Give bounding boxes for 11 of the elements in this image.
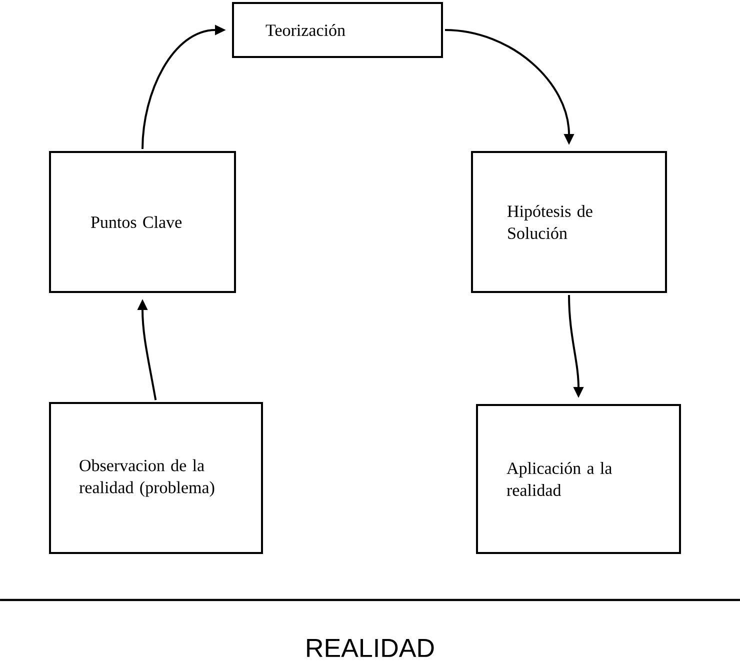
baseline-label: REALIDAD <box>307 639 434 657</box>
process-box <box>232 2 443 58</box>
box-text: Hipótesis de Solución <box>507 205 592 239</box>
process-box <box>471 151 667 293</box>
process-box <box>49 402 263 554</box>
box-text: Observacion de la realidad (problema) <box>79 459 214 497</box>
box-text: Puntos Clave <box>91 216 182 228</box>
box-text: Aplicación a la realidad <box>506 462 612 496</box>
process-box <box>49 151 236 293</box>
process-box <box>476 404 681 554</box>
box-text: Teorización <box>266 24 346 36</box>
